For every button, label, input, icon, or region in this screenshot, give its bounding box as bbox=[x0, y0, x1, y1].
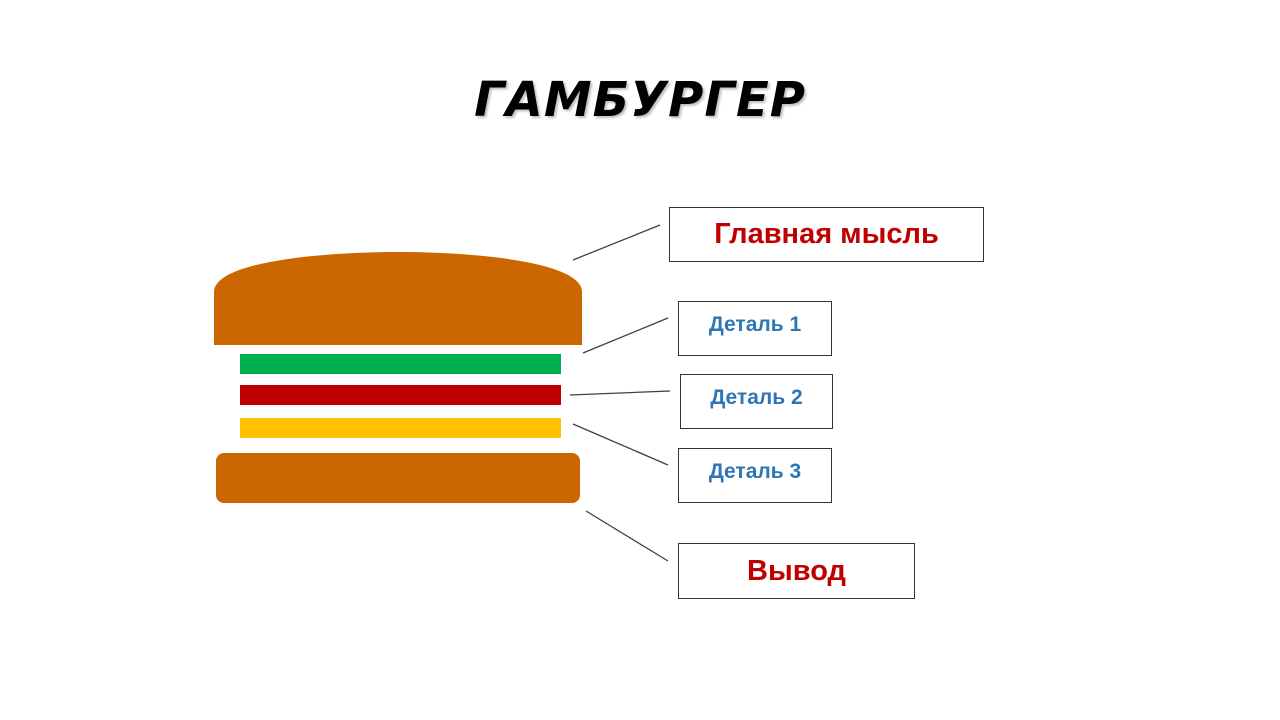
layer-yellow bbox=[240, 418, 561, 438]
detail-3-box: Деталь 3 bbox=[678, 448, 832, 503]
top-bun bbox=[214, 252, 582, 345]
connector-detail-2 bbox=[569, 390, 671, 396]
slide-title: ГАМБУРГЕР bbox=[474, 72, 806, 128]
bottom-bun bbox=[216, 453, 580, 503]
main-idea-box: Главная мысль bbox=[669, 207, 984, 262]
connector-main bbox=[572, 224, 661, 261]
connector-detail-3 bbox=[572, 423, 669, 466]
conclusion-box: Вывод bbox=[678, 543, 915, 599]
detail-2-box: Деталь 2 bbox=[680, 374, 833, 429]
layer-green bbox=[240, 354, 561, 374]
detail-1-box: Деталь 1 bbox=[678, 301, 832, 356]
connector-conclusion bbox=[585, 510, 669, 562]
layer-red bbox=[240, 385, 561, 405]
connector-detail-1 bbox=[582, 317, 669, 354]
